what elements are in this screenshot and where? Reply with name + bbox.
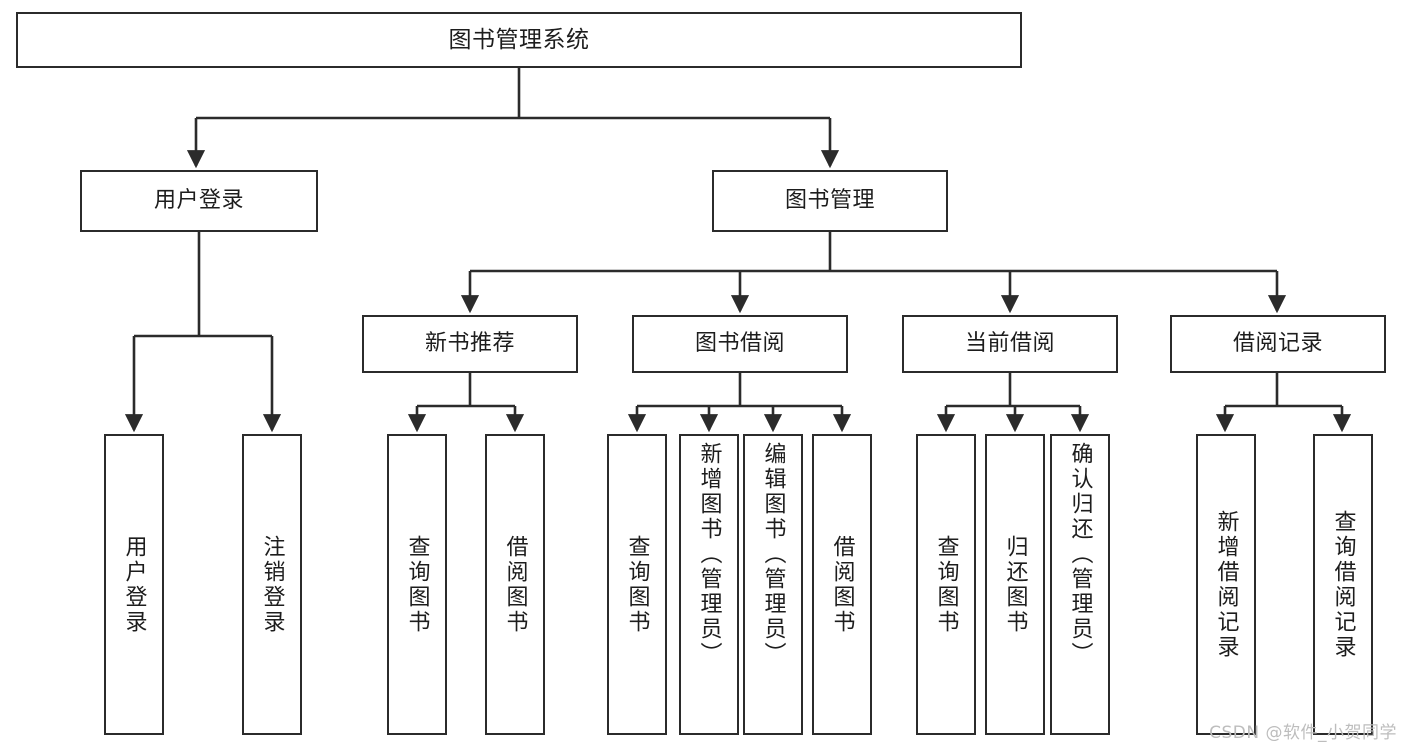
node-book-borrow-label: 图书借阅 (694, 331, 785, 356)
leaf-book-borrow-3-label: 借阅图书 (829, 534, 855, 635)
leaf-user-login-1-label: 注销登录 (259, 534, 285, 635)
node-root[interactable]: 图书管理系统 (16, 12, 1022, 68)
leaf-user-login-1[interactable]: 注销登录 (242, 434, 302, 735)
leaf-borrow-record-0-label: 新增借阅记录 (1213, 509, 1239, 660)
leaf-current-borrow-1-label: 归还图书 (1002, 534, 1028, 635)
node-borrow-record-label: 借阅记录 (1232, 331, 1323, 356)
node-root-label: 图书管理系统 (448, 26, 590, 53)
leaf-book-borrow-1[interactable]: 新增图书（管理员） (679, 434, 739, 735)
leaf-book-borrow-1-label: 新增图书（管理员） (696, 442, 722, 667)
node-book-borrow[interactable]: 图书借阅 (632, 315, 848, 373)
leaf-book-borrow-0[interactable]: 查询图书 (607, 434, 667, 735)
node-current-borrow[interactable]: 当前借阅 (902, 315, 1118, 373)
leaf-borrow-record-1[interactable]: 查询借阅记录 (1313, 434, 1373, 735)
leaf-book-borrow-0-label: 查询图书 (624, 534, 650, 635)
node-book-manage-label: 图书管理 (784, 188, 875, 213)
leaf-current-borrow-0[interactable]: 查询图书 (916, 434, 976, 735)
leaf-new-book-rec-1[interactable]: 借阅图书 (485, 434, 545, 735)
node-borrow-record[interactable]: 借阅记录 (1170, 315, 1386, 373)
leaf-current-borrow-2-label: 确认归还（管理员） (1067, 442, 1093, 667)
leaf-current-borrow-0-label: 查询图书 (933, 534, 959, 635)
leaf-borrow-record-1-label: 查询借阅记录 (1330, 509, 1356, 660)
leaf-borrow-record-0[interactable]: 新增借阅记录 (1196, 434, 1256, 735)
leaf-user-login-0-label: 用户登录 (121, 534, 147, 635)
node-user-login-label: 用户登录 (153, 188, 244, 213)
node-user-login[interactable]: 用户登录 (80, 170, 318, 232)
leaf-current-borrow-1[interactable]: 归还图书 (985, 434, 1045, 735)
leaf-book-borrow-2[interactable]: 编辑图书（管理员） (743, 434, 803, 735)
leaf-current-borrow-2[interactable]: 确认归还（管理员） (1050, 434, 1110, 735)
leaf-user-login-0[interactable]: 用户登录 (104, 434, 164, 735)
leaf-new-book-rec-1-label: 借阅图书 (502, 534, 528, 635)
node-current-borrow-label: 当前借阅 (964, 331, 1055, 356)
node-new-book-rec[interactable]: 新书推荐 (362, 315, 578, 373)
node-new-book-rec-label: 新书推荐 (424, 331, 515, 356)
leaf-book-borrow-2-label: 编辑图书（管理员） (760, 442, 786, 667)
leaf-new-book-rec-0[interactable]: 查询图书 (387, 434, 447, 735)
leaf-new-book-rec-0-label: 查询图书 (404, 534, 430, 635)
leaf-book-borrow-3[interactable]: 借阅图书 (812, 434, 872, 735)
node-book-manage[interactable]: 图书管理 (712, 170, 948, 232)
